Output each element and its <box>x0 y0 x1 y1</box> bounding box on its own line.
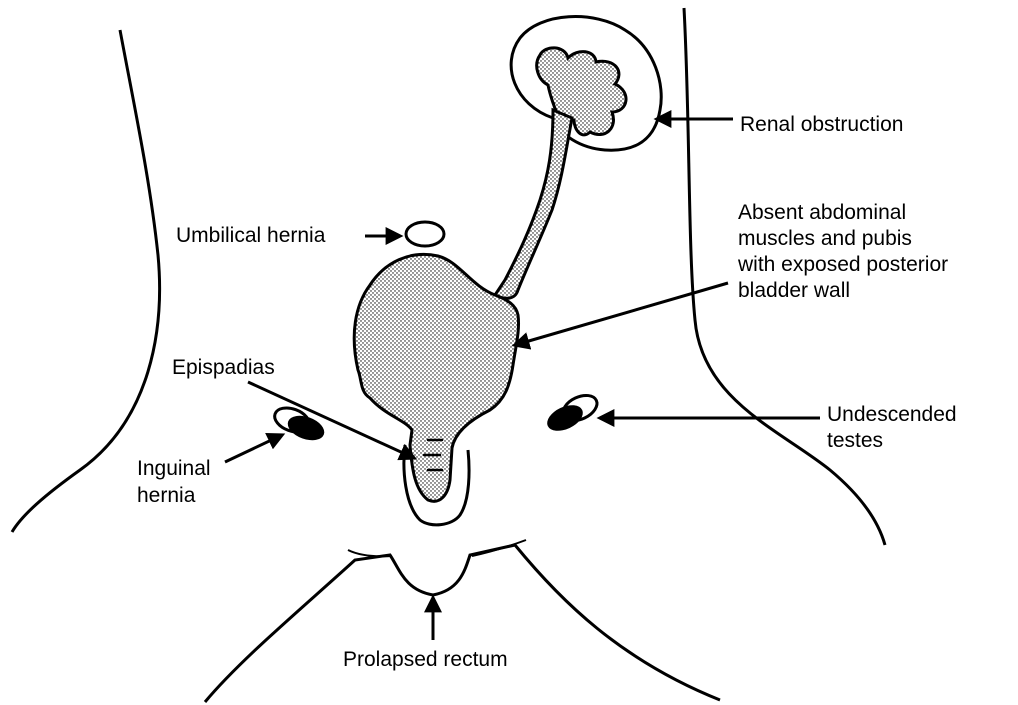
label-epispadias: Epispadias <box>172 356 275 380</box>
label-undescended-testes: Undescended testes <box>827 402 957 454</box>
gluteal-fold-left <box>348 550 392 556</box>
umbilical-hernia-ring <box>406 222 444 246</box>
label-inguinal-hernia: Inguinal hernia <box>137 455 211 509</box>
inguinal-hernia-testis <box>271 404 327 445</box>
inguinal-hernia-arrow <box>225 435 282 462</box>
label-absent-abdominal-muscles: Absent abdominal muscles and pubis with … <box>738 200 948 304</box>
ureter <box>495 110 572 298</box>
label-prolapsed-rectum: Prolapsed rectum <box>343 648 508 672</box>
perineum-outline <box>205 545 720 702</box>
label-umbilical-hernia: Umbilical hernia <box>176 224 325 248</box>
undescended-testis <box>543 390 601 436</box>
label-renal-obstruction: Renal obstruction <box>740 113 903 137</box>
exposed-bladder <box>354 254 518 501</box>
